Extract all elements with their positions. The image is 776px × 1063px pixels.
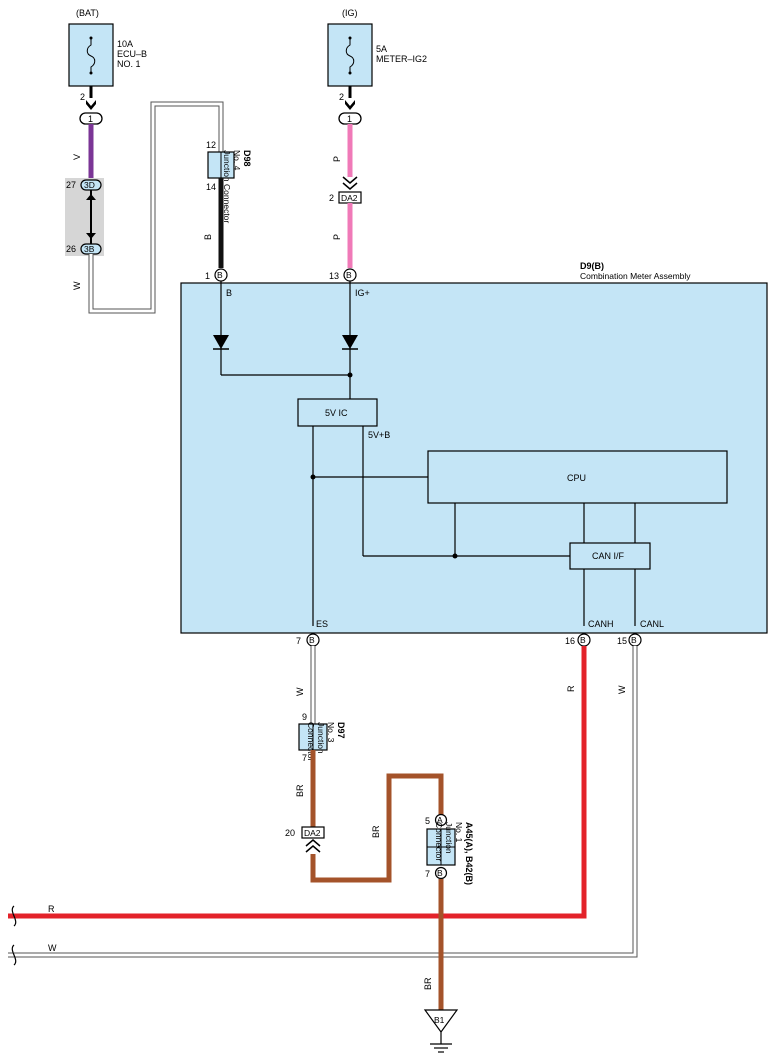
fuse-meter-ig2 (327, 23, 373, 87)
wire-label-br-mid: BR (371, 825, 381, 838)
a45-conn-bottom: B (437, 868, 443, 878)
da2-bottom-connector (301, 826, 325, 839)
wire-label-w-canl: W (617, 685, 627, 694)
fuse-bat-rating: 10A (117, 39, 133, 49)
can-if-label: CAN I/F (592, 551, 625, 561)
splice-bottom-label: 3B (84, 244, 95, 254)
da2-bottom-pin: 20 (285, 828, 295, 838)
a45-conn-top: A (437, 815, 443, 825)
fuse-ig-pin: 2 (339, 92, 344, 102)
5v-ic-block (297, 398, 378, 427)
connector-arrow-icon (342, 176, 358, 190)
wire-label-p1: P (332, 156, 342, 162)
fuse-bat-pin: 2 (80, 92, 85, 102)
fuse-symbol-icon (86, 38, 96, 73)
da2-top-pin: 2 (329, 193, 334, 203)
d98-line1: No. 4 (232, 150, 242, 171)
d97-pin-top: 9 (302, 712, 307, 722)
cpu-block (427, 450, 728, 504)
wire-break-icon (11, 944, 17, 966)
meter-pin-canl-num: 15 (617, 636, 627, 646)
connector-arrow-icon (345, 100, 355, 110)
d98-line2: Junction Connector (222, 150, 232, 223)
can-bus-white-wire (8, 646, 637, 957)
a45-line2: Junction (444, 822, 454, 854)
meter-internal-wiring (220, 281, 636, 626)
wire-label-r-bus: R (48, 904, 55, 914)
connector-arrow-icon (86, 100, 96, 110)
fuse-symbol-icon (345, 38, 355, 73)
da2-bottom-label: DA2 (304, 828, 321, 838)
wire-label-w-top: W (72, 281, 82, 290)
splice-box (65, 178, 104, 256)
meter-pin-canl-label: CANL (640, 619, 664, 629)
ground-point-icon (423, 1009, 459, 1034)
can-if-block (569, 542, 651, 570)
fuse-bat-terminal: 1 (88, 114, 93, 124)
ground-symbol-icon (430, 1032, 452, 1053)
wire-break-icon (11, 905, 17, 927)
a45-pin-bottom: 7 (425, 869, 430, 879)
wire-label-v: V (72, 154, 82, 160)
d97-line1: No. 3 (326, 722, 336, 743)
meter-pin-canh-conn: B (580, 635, 586, 645)
meter-pin-es-conn: B (309, 635, 315, 645)
diode-ig-icon (342, 335, 358, 349)
da2-top-label: DA2 (341, 193, 358, 203)
meter-pin-canh-num: 16 (565, 636, 575, 646)
wire-label-p2: P (332, 234, 342, 240)
meter-pin-ig-conn: B (346, 270, 352, 280)
fuse-ig-rating: 5A (376, 44, 387, 54)
meter-pin-es-num: 7 (296, 636, 301, 646)
wire-label-w-bus: W (48, 943, 57, 953)
meter-pin-canl-conn: B (631, 635, 637, 645)
meter-pin-b-num: 1 (205, 271, 210, 281)
diode-b-icon (213, 335, 229, 349)
fuse-ecu-b (68, 23, 114, 87)
meter-pin-b-conn: B (217, 270, 223, 280)
bat-supply-label: (BAT) (76, 8, 99, 18)
wire-label-br-left: BR (295, 784, 305, 797)
meter-pin-b-label: B (226, 288, 232, 298)
d98-pin-bottom: 14 (206, 182, 216, 192)
meter-pin-canh-label: CANH (588, 619, 614, 629)
connector-arrow-icon (305, 839, 321, 853)
d98-id: D98 (242, 150, 252, 167)
a45-line1: No. 1 (454, 822, 464, 843)
5v-ic-label: 5V IC (325, 408, 348, 418)
d98-pin-top: 12 (206, 140, 216, 150)
a45-id: A45(A), B42(B) (464, 822, 474, 885)
meter-connector-id: D9(B) (580, 261, 604, 271)
5v-b-label: 5V+B (368, 430, 390, 440)
meter-name: Combination Meter Assembly (580, 271, 691, 281)
cpu-label: CPU (567, 473, 586, 483)
fuse-ig-terminal: 1 (347, 114, 352, 124)
ig-supply-label: (IG) (342, 8, 358, 18)
d97-line2: Junction (316, 722, 326, 754)
d97-id: D97 (336, 722, 346, 739)
d97-pin-bottom: 7 (302, 753, 307, 763)
fuse-bat-name2: NO. 1 (117, 59, 141, 69)
fuse-bat-name1: ECU–B (117, 49, 147, 59)
fuse-ig-name1: METER–IG2 (376, 54, 427, 64)
splice-top-label: 3D (84, 180, 95, 190)
ground-label: B1 (434, 1015, 445, 1025)
wire-label-b: B (203, 234, 213, 240)
a45-pin-top: 5 (425, 816, 430, 826)
can-bus-red-wire (8, 646, 587, 919)
meter-pin-ig-num: 13 (329, 271, 339, 281)
d97-line3: Connector (306, 722, 316, 761)
wire-label-br-ground: BR (423, 977, 433, 990)
splice-top-pin: 27 (66, 180, 76, 190)
wire-label-w-es: W (295, 687, 305, 696)
wire-label-r-canh: R (566, 685, 576, 692)
splice-bottom-pin: 26 (66, 244, 76, 254)
meter-pin-es-label: ES (316, 619, 328, 629)
meter-pin-ig-label: IG+ (355, 288, 370, 298)
a45-line3: Connector (434, 822, 444, 861)
